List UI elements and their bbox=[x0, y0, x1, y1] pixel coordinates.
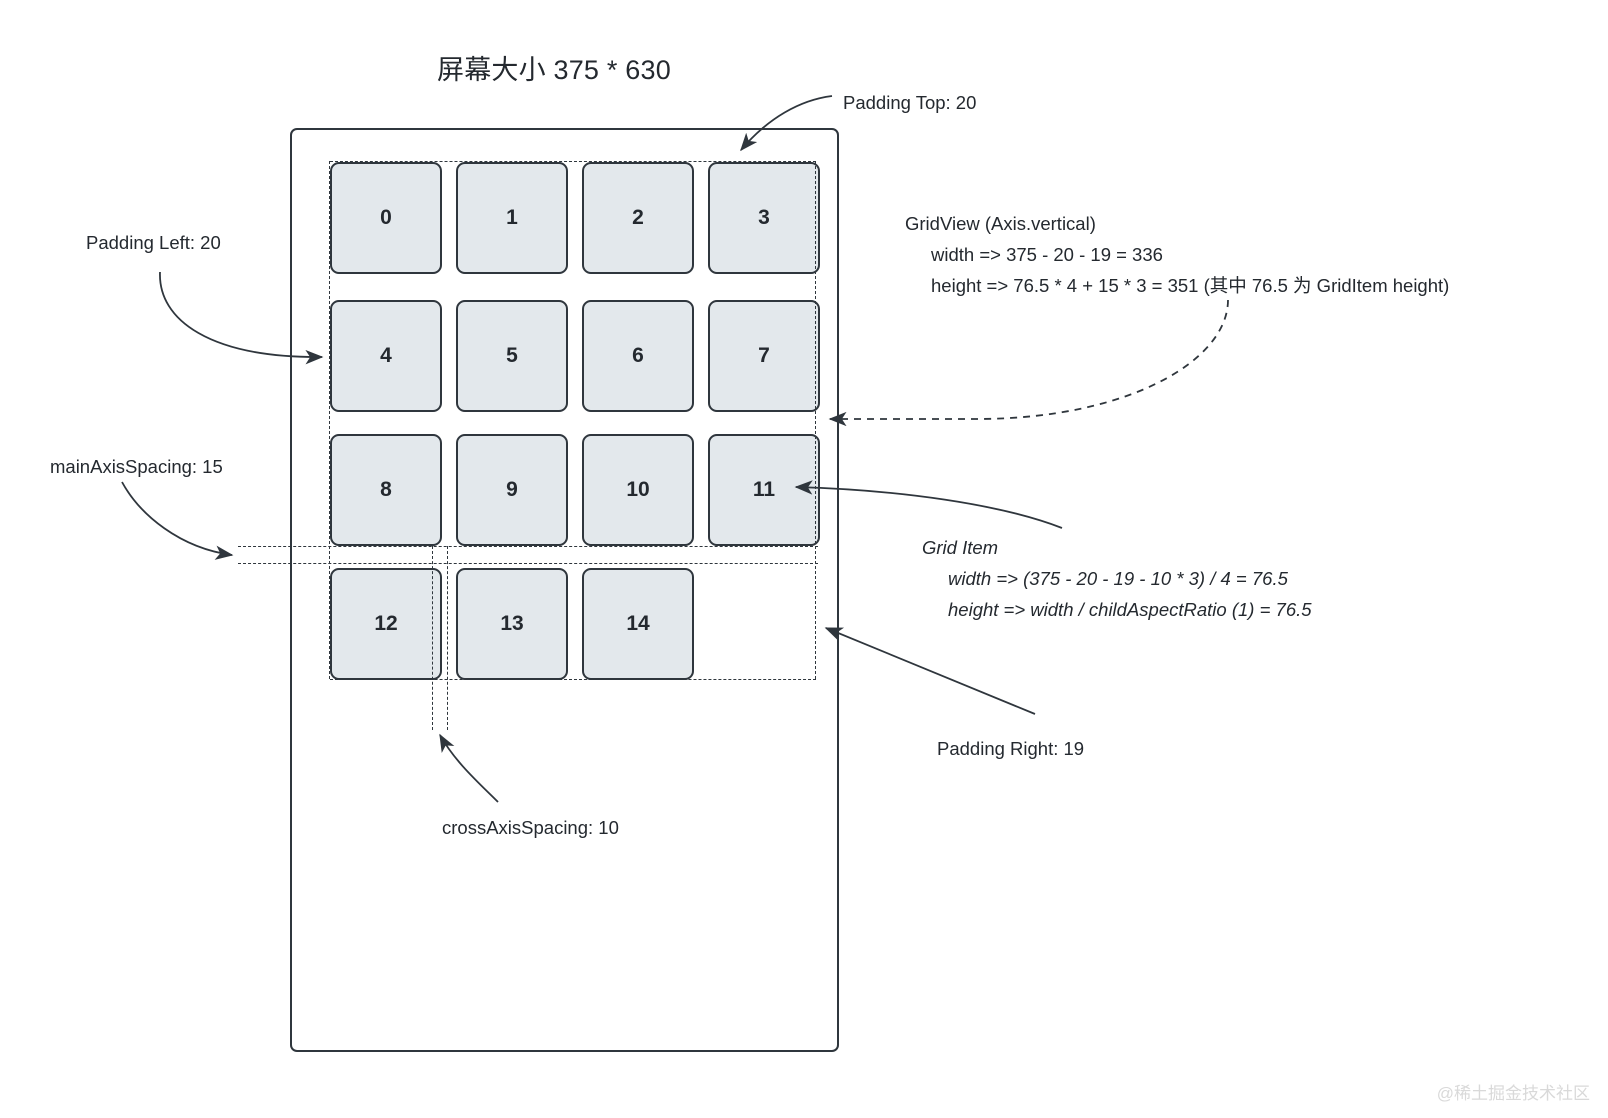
page-title: 屏幕大小 375 * 630 bbox=[437, 55, 671, 85]
gridview-heading: GridView (Axis.vertical) bbox=[905, 213, 1096, 234]
main-axis-spacing-guide-lower bbox=[238, 563, 818, 564]
grid-item-info-block: Grid Item width => (375 - 20 - 19 - 10 *… bbox=[922, 532, 1312, 625]
grid-cell-9[interactable]: 9 bbox=[456, 434, 568, 546]
gridview-guide-left bbox=[329, 161, 330, 679]
grid-cell-7[interactable]: 7 bbox=[708, 300, 820, 412]
grid-cell-3[interactable]: 3 bbox=[708, 162, 820, 274]
main-axis-spacing-label: mainAxisSpacing: 15 bbox=[50, 456, 223, 477]
cross-axis-spacing-guide-right bbox=[447, 546, 448, 730]
grid-cell-2[interactable]: 2 bbox=[582, 162, 694, 274]
padding-right-label: Padding Right: 19 bbox=[937, 738, 1085, 759]
padding-right-leader bbox=[824, 627, 1036, 715]
grid-cell-5[interactable]: 5 bbox=[456, 300, 568, 412]
grid-cell-1[interactable]: 1 bbox=[456, 162, 568, 274]
grid-cell-14[interactable]: 14 bbox=[582, 568, 694, 680]
gridview-guide-right bbox=[815, 161, 816, 679]
gridview-height-line: height => 76.5 * 4 + 15 * 3 = 351 (其中 76… bbox=[931, 275, 1450, 296]
grid-cell-13[interactable]: 13 bbox=[456, 568, 568, 680]
gridview-guide-bottom bbox=[330, 679, 816, 680]
gridview-dashed-connector bbox=[828, 299, 1229, 427]
grid-cell-6[interactable]: 6 bbox=[582, 300, 694, 412]
padding-left-label: Padding Left: 20 bbox=[86, 232, 221, 253]
grid-cell-12[interactable]: 12 bbox=[330, 568, 442, 680]
gridview-info-block: GridView (Axis.vertical) width => 375 - … bbox=[905, 208, 1449, 301]
main-axis-spacing-guide-upper bbox=[238, 546, 818, 547]
grid-cell-10[interactable]: 10 bbox=[582, 434, 694, 546]
cross-axis-spacing-label: crossAxisSpacing: 10 bbox=[442, 817, 619, 838]
grid-item-heading: Grid Item bbox=[922, 537, 999, 558]
site-watermark: @稀土掘金技术社区 bbox=[1436, 1084, 1590, 1103]
main-axis-spacing-leader bbox=[121, 481, 234, 560]
padding-top-label: Padding Top: 20 bbox=[843, 92, 977, 113]
grid-cell-11[interactable]: 11 bbox=[708, 434, 820, 546]
gridview-width-line: width => 375 - 20 - 19 = 336 bbox=[931, 244, 1163, 265]
grid-cell-8[interactable]: 8 bbox=[330, 434, 442, 546]
gridview-guide-top bbox=[330, 161, 816, 162]
grid-item-height-line: height => width / childAspectRatio (1) =… bbox=[948, 599, 1312, 620]
grid-cell-0[interactable]: 0 bbox=[330, 162, 442, 274]
cross-axis-spacing-guide-left bbox=[432, 546, 433, 730]
grid-item-width-line: width => (375 - 20 - 19 - 10 * 3) / 4 = … bbox=[948, 568, 1288, 589]
grid-cell-4[interactable]: 4 bbox=[330, 300, 442, 412]
